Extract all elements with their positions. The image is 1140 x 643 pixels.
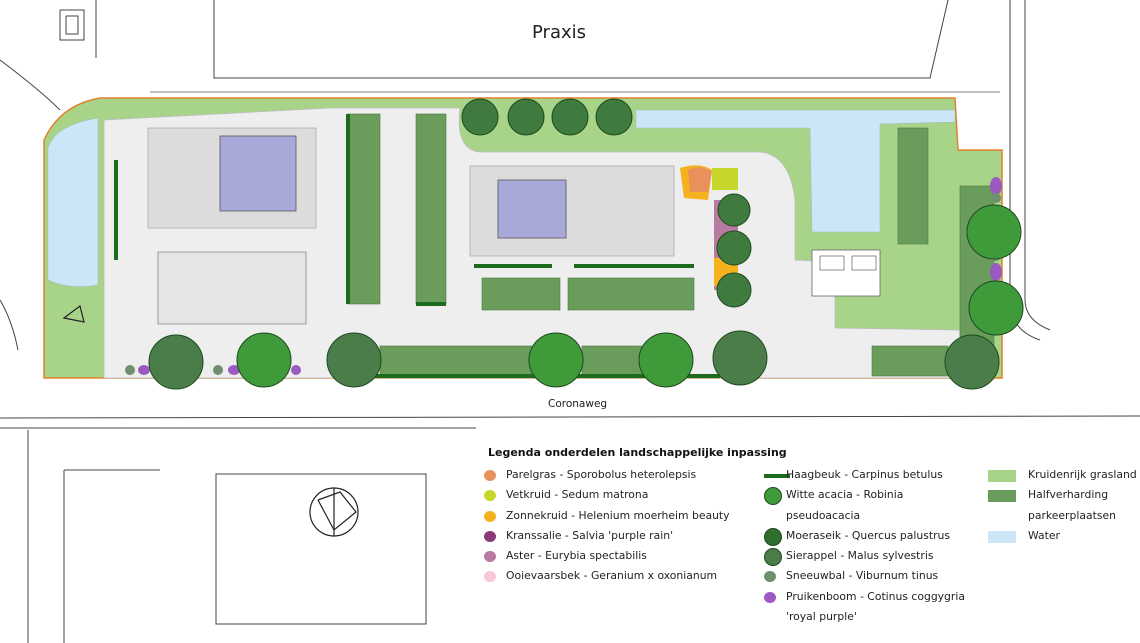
praxis-label: Praxis [532, 22, 586, 43]
legend-swatch-dot [484, 510, 496, 522]
legend-swatch-dot [484, 490, 496, 502]
legend-item-label: Zonnekruid - Helenium moerheim beauty [506, 508, 730, 522]
site-entrance-marker [62, 304, 85, 323]
legend-swatch-rect [988, 530, 1016, 543]
legend-item-label: Haagbeuk - Carpinus betulus [786, 468, 943, 481]
carport [157, 251, 307, 325]
legend-swatch-tree-icon [764, 548, 782, 567]
legend-swatch-rect [988, 470, 1016, 482]
legend-item-label: Kranssalie - Salvia 'purple rain' [506, 528, 674, 542]
legend-item-label: Moeraseik - Quercus palustrus [786, 528, 950, 542]
legend-item-label: Kruidenrijk grasland [1028, 468, 1137, 481]
legend-item-label: Parelgras - Sporobolus heterolepsis [506, 468, 697, 481]
legend-swatch-rect [988, 490, 1016, 503]
small-building-right-a [819, 255, 845, 271]
legend-item-label: Sneeuwbal - Viburnum tinus [786, 569, 939, 583]
legend-swatch-hedge [764, 474, 790, 478]
legend-swatch-dot [764, 591, 776, 603]
road-label: Coronaweg [548, 398, 608, 410]
legend-swatch-dot [484, 530, 496, 542]
legend-item-label: Sierappel - Malus sylvestris [786, 549, 934, 563]
legend-swatch-dot [484, 470, 496, 481]
water-left [47, 117, 99, 287]
legend-item-label: Pruikenboom - Cotinus coggygria [786, 589, 965, 603]
legend-swatch-tree-icon [764, 527, 782, 546]
legend-swatch-dot [764, 571, 776, 583]
legend-item-label: Vetkruid - Sedum matrona [506, 488, 649, 502]
legend-item-label: Water [1028, 528, 1060, 542]
legend-item-label: 'royal purple' [786, 610, 857, 624]
legend-swatch-dot [484, 571, 496, 583]
trees [148, 98, 1024, 390]
legend-swatch-dot [484, 551, 496, 563]
legend-title: Legenda onderdelen landschappelijke inpa… [488, 446, 787, 459]
legend-item-label: Aster - Eurybia spectabilis [506, 549, 647, 563]
legend-item-label: Halfverharding [1028, 488, 1109, 502]
legend-item-label: Ooievaarsbek - Geranium x oxonianum [506, 569, 718, 583]
small-building-right-b [851, 255, 877, 271]
compass-symbol [309, 487, 359, 537]
building-center [497, 179, 567, 239]
water-top-right [635, 109, 956, 233]
building-left [219, 135, 297, 212]
pruikenboom-shrubs [138, 177, 1002, 375]
legend: Legenda onderdelen landschappelijke inpa… [476, 444, 1140, 643]
legend-item-label: parkeerplaatsen [1028, 508, 1116, 522]
legend-item-label: pseudoacacia [786, 508, 861, 522]
legend-item-label: Witte acacia - Robinia [786, 488, 904, 502]
legend-swatch-tree-icon [764, 487, 782, 506]
